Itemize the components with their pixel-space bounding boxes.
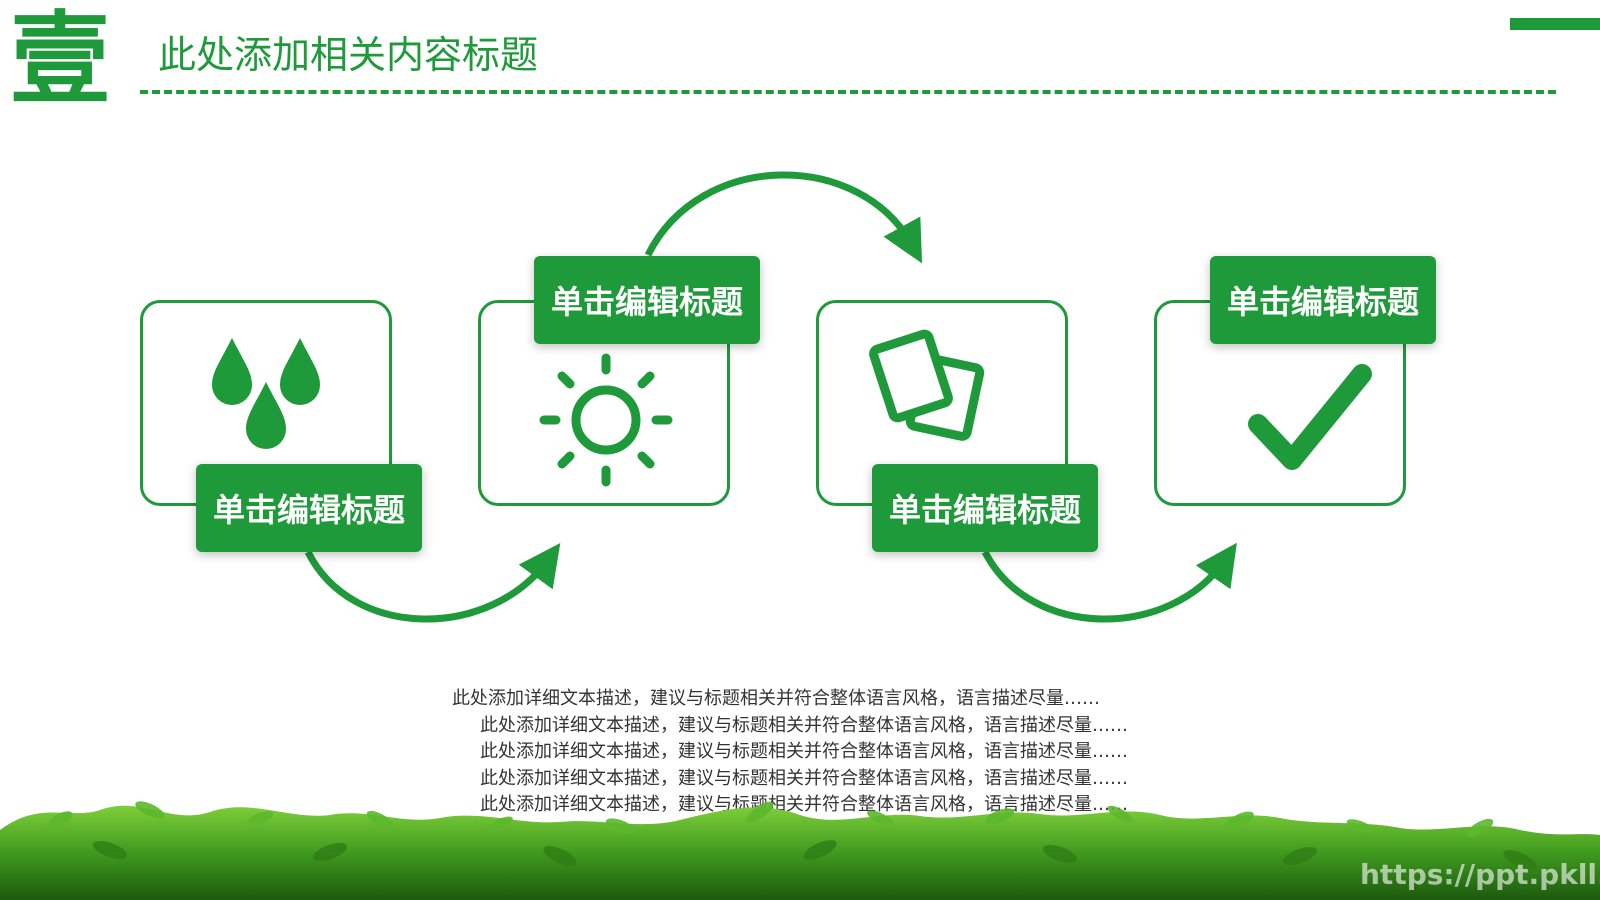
description-line-3: 此处添加详细文本描述，建议与标题相关并符合整体语言风格，语言描述尽量…… [480,741,1128,762]
corner-accent-bar [1510,18,1600,30]
description-line-5: 此处添加详细文本描述，建议与标题相关并符合整体语言风格，语言描述尽量…… [480,794,1128,815]
cards-icon [869,329,985,441]
checkmark-icon [1248,364,1372,470]
watermark: https://ppt.pkll.de [1360,858,1600,891]
description-line-4: 此处添加详细文本描述，建议与标题相关并符合整体语言风格，语言描述尽量…… [480,767,1128,789]
description-text: 此处添加详细文本描述，建议与标题相关并符合整体语言风格，语言描述尽量…… 此处添… [420,686,1220,819]
arrow-step3-to-step4 [981,542,1237,623]
sun-icon [539,353,673,487]
arrow-step1-to-step2 [304,543,561,623]
header-dashed-divider [140,90,1556,94]
page-title: 此处添加相关内容标题 [158,33,539,77]
water-drops-icon [212,338,320,449]
step-label-1[interactable]: 单击编辑标题 [196,464,422,552]
step-label-4[interactable]: 单击编辑标题 [1210,256,1436,344]
step-label-3[interactable]: 单击编辑标题 [872,464,1098,552]
section-number-mark: 壹 [10,1,110,118]
arrow-step2-to-step3 [644,171,923,264]
description-line-2: 此处添加详细文本描述，建议与标题相关并符合整体语言风格，语言描述尽量…… [480,714,1128,736]
step-label-2[interactable]: 单击编辑标题 [534,256,760,344]
description-line-1: 此处添加详细文本描述，建议与标题相关并符合整体语言风格，语言描述尽量…… [452,688,1100,709]
grass-decoration [0,801,1600,900]
